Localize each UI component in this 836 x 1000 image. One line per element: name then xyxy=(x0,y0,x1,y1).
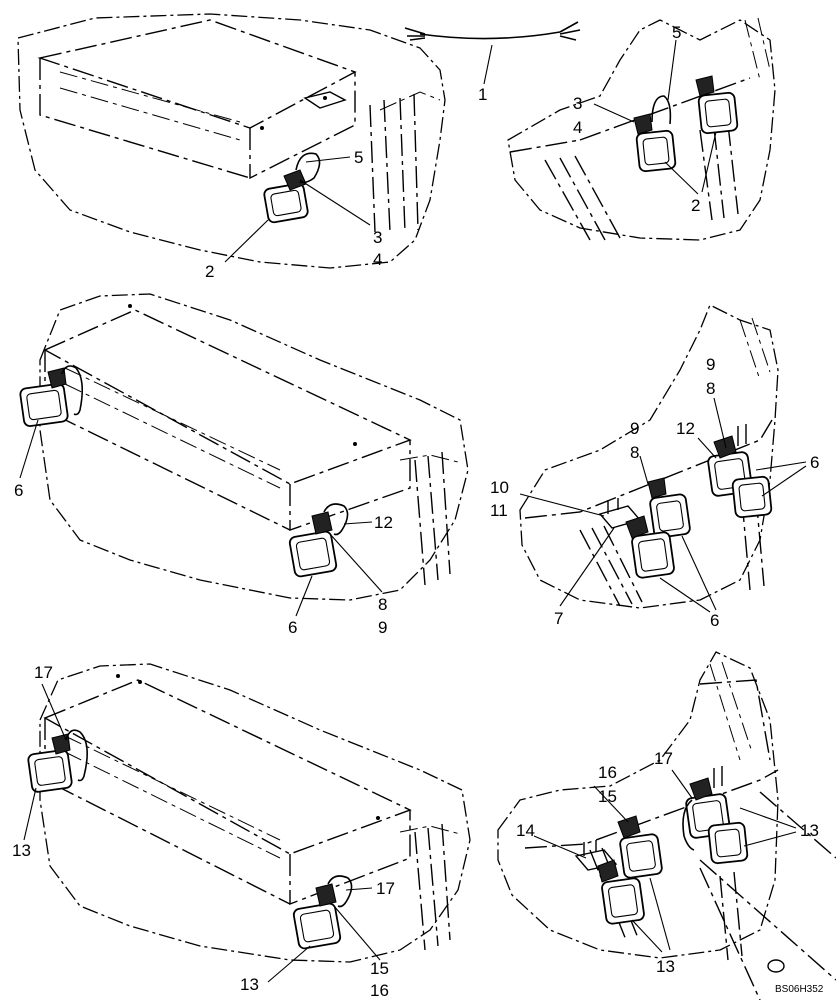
leader-17a xyxy=(41,683,67,741)
panel-top-left: 5 3 4 2 xyxy=(17,13,446,281)
callout-7: 7 xyxy=(554,609,563,628)
leader-3 xyxy=(299,179,371,226)
panel-middle-right: 9 8 12 6 9 8 10 11 7 6 xyxy=(490,304,819,630)
callout-2: 2 xyxy=(691,196,700,215)
panel-bottom-left: 17 13 17 15 16 13 xyxy=(12,663,471,1000)
work-lamp xyxy=(288,503,349,578)
work-lamp xyxy=(695,75,739,135)
callout-1: 1 xyxy=(478,85,487,104)
callout-6a: 6 xyxy=(14,481,23,500)
callout-8a: 8 xyxy=(706,379,715,398)
callout-17a: 17 xyxy=(34,663,53,682)
leader-3 xyxy=(593,103,635,123)
drawing-code: BS06H352 xyxy=(775,984,824,995)
work-lamp xyxy=(19,365,84,428)
callout-8: 8 xyxy=(378,595,387,614)
panel-top-center: 1 xyxy=(404,21,581,104)
leader-6a xyxy=(19,419,39,479)
callout-5: 5 xyxy=(354,148,363,167)
mounting-bracket xyxy=(574,840,618,871)
callout-5: 5 xyxy=(672,23,681,42)
panel-top-right: 5 3 4 2 xyxy=(507,17,776,241)
leader-6b2 xyxy=(659,577,711,613)
callout-9a: 9 xyxy=(706,355,715,374)
leader-17 xyxy=(671,769,693,799)
callout-17: 17 xyxy=(654,749,673,768)
callout-3: 3 xyxy=(573,94,582,113)
leader-5 xyxy=(667,39,677,101)
leader-13a xyxy=(739,807,797,829)
callout-16: 16 xyxy=(598,763,617,782)
work-lamp xyxy=(633,95,677,173)
callout-13b: 13 xyxy=(656,957,675,976)
leader-2b xyxy=(701,131,717,193)
work-lamp xyxy=(707,821,749,865)
leader-5 xyxy=(305,156,351,163)
panel-middle-left: 6 12 8 9 6 xyxy=(14,293,469,637)
leader-6b xyxy=(295,575,313,617)
callout-11: 11 xyxy=(490,501,508,520)
leader-13a2 xyxy=(743,831,797,847)
work-lamp xyxy=(647,477,691,539)
callout-6b: 6 xyxy=(288,618,297,637)
callout-13a: 13 xyxy=(12,841,31,860)
callout-6b: 6 xyxy=(710,611,719,630)
callout-9: 9 xyxy=(378,618,387,637)
work-lamp xyxy=(625,515,675,579)
leader-8a xyxy=(713,397,727,449)
leader-12 xyxy=(697,437,717,459)
callout-14: 14 xyxy=(516,821,535,840)
leader-6b xyxy=(681,535,717,611)
callout-10: 10 xyxy=(490,478,509,497)
leader-1 xyxy=(483,44,493,85)
leader-15 xyxy=(593,785,629,823)
callout-12: 12 xyxy=(676,419,695,438)
leader-2 xyxy=(664,161,699,195)
callout-9b: 9 xyxy=(630,419,639,438)
leader-13b xyxy=(267,945,311,983)
work-lamp xyxy=(597,859,645,925)
leader-8b xyxy=(639,455,649,485)
wire-harness xyxy=(404,21,581,41)
work-lamp xyxy=(617,815,663,879)
leader-10 xyxy=(519,493,605,517)
leader-6a xyxy=(755,461,807,471)
callout-13b: 13 xyxy=(240,975,259,994)
callout-15: 15 xyxy=(370,959,389,978)
callout-3: 3 xyxy=(373,228,382,247)
callout-6a: 6 xyxy=(810,453,819,472)
callout-4: 4 xyxy=(373,250,382,269)
panel-bottom-right: 16 15 17 13 14 13 xyxy=(497,651,836,1000)
callout-8b: 8 xyxy=(630,443,639,462)
leader-2 xyxy=(224,219,269,263)
callout-16: 16 xyxy=(370,981,389,1000)
leader-6a2 xyxy=(761,465,807,497)
leader-7 xyxy=(559,527,615,607)
callout-17b: 17 xyxy=(376,879,395,898)
work-lamp xyxy=(263,152,321,224)
leader-17b xyxy=(345,887,373,891)
leader-13b xyxy=(649,877,671,951)
callout-15: 15 xyxy=(598,787,617,806)
leader-13b2 xyxy=(631,919,663,953)
leader-13a xyxy=(23,787,37,841)
callout-4: 4 xyxy=(573,118,582,137)
leader-12 xyxy=(343,521,373,525)
work-lamp xyxy=(27,729,88,793)
callout-13a: 13 xyxy=(800,821,819,840)
leader-15 xyxy=(333,905,381,961)
work-lamp xyxy=(292,875,353,950)
leader-14 xyxy=(533,835,587,859)
callout-2: 2 xyxy=(205,262,214,281)
callout-12: 12 xyxy=(374,513,393,532)
leader-8 xyxy=(329,533,383,593)
work-lamp xyxy=(731,475,773,519)
